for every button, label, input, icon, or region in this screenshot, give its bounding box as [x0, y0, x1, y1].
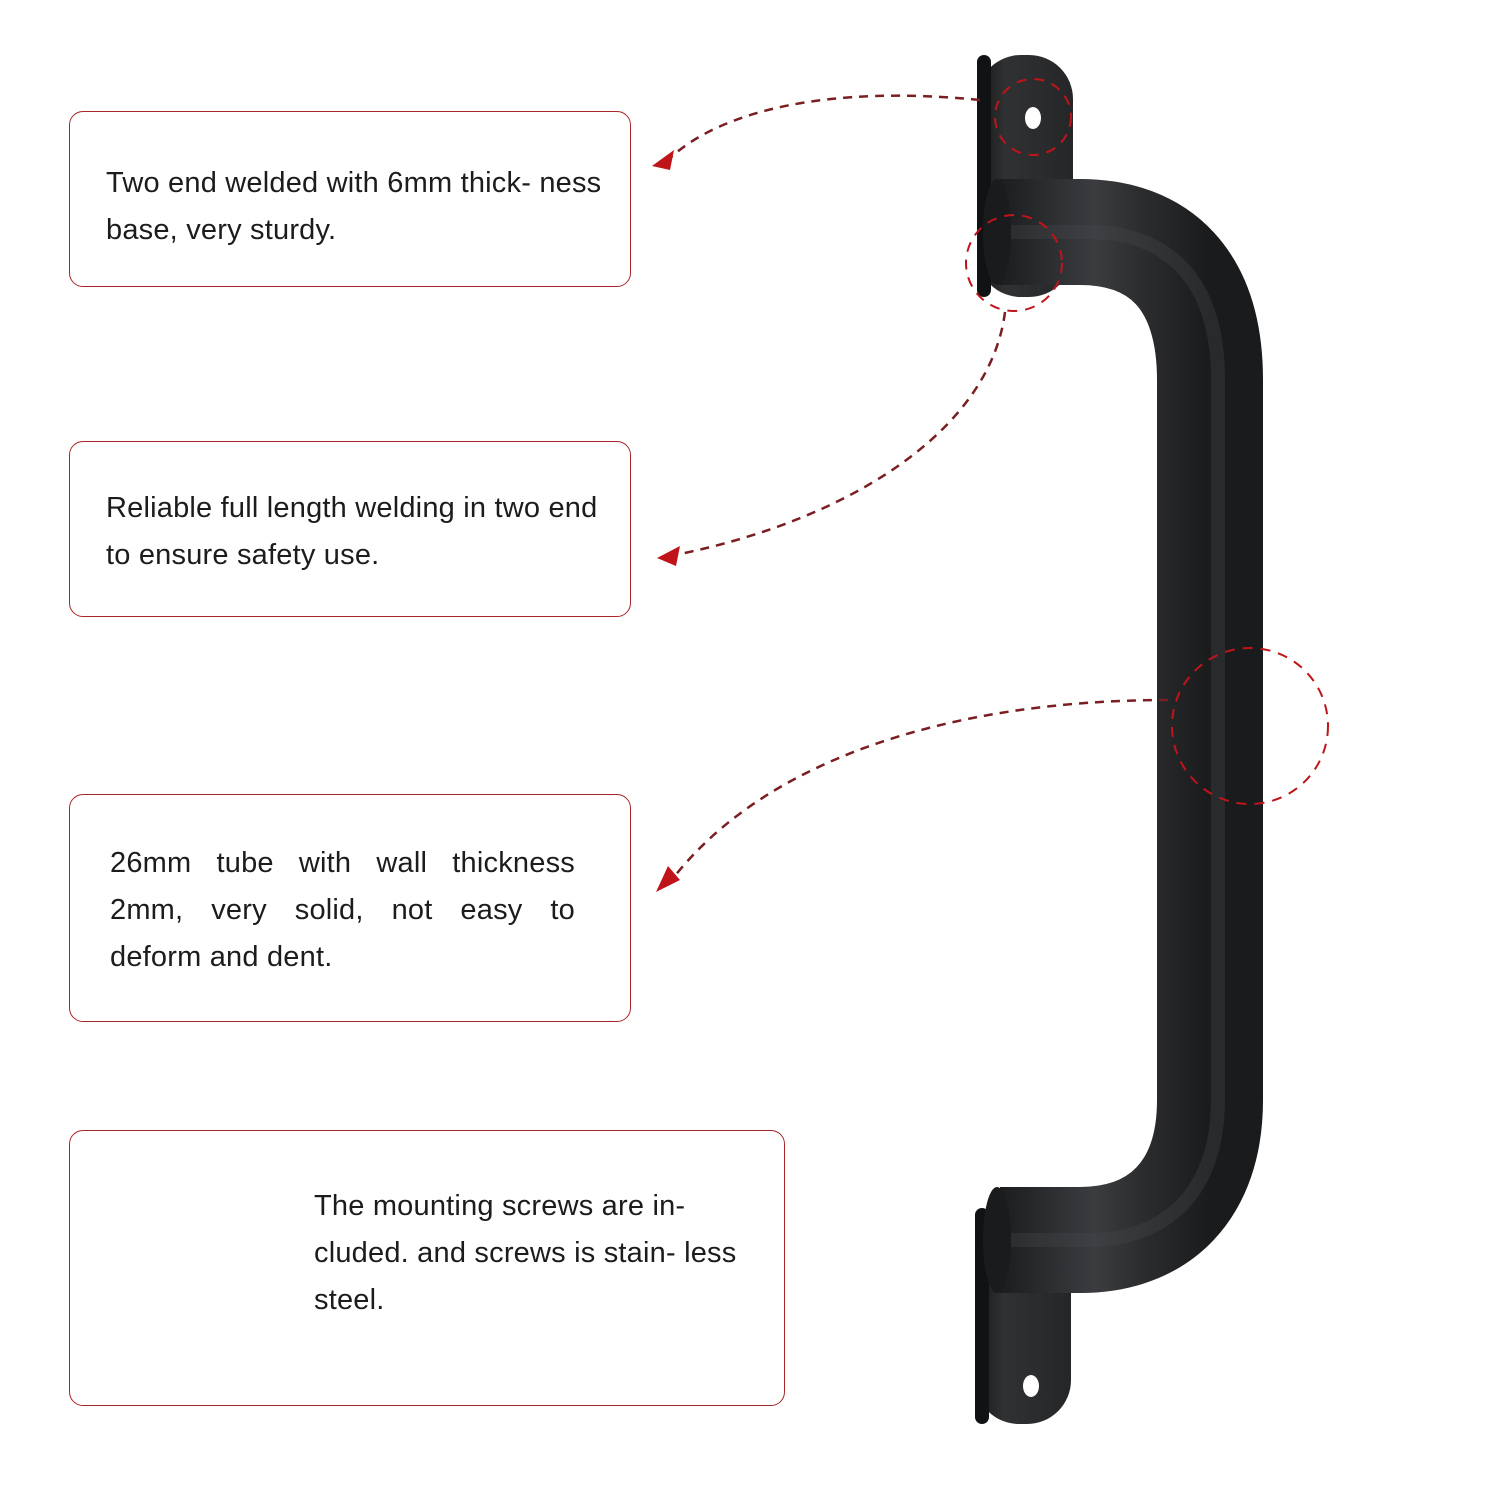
callout-text-screws: The mounting screws are in- cluded. and … [314, 1190, 737, 1316]
callout-text-welding: Reliable full length welding in two end … [106, 492, 598, 571]
callout-text-base: Two end welded with 6mm thick- ness base… [106, 167, 602, 246]
callout-arrows [666, 94, 1169, 886]
callout-text-tube: 26mm tube with wall thickness 2mm, very … [110, 847, 575, 973]
screw-hole-icon [1023, 1375, 1039, 1397]
callout-box-tube: 26mm tube with wall thickness 2mm, very … [69, 794, 631, 1022]
callout-box-welding: Reliable full length welding in two end … [69, 441, 631, 617]
callout-box-base: Two end welded with 6mm thick- ness base… [69, 111, 631, 287]
highlight-circles [965, 78, 1329, 805]
handle-tube [1000, 179, 1263, 1293]
screw-hole-icon [1025, 107, 1041, 129]
callout-box-screws: The mounting screws are in- cluded. and … [69, 1130, 785, 1406]
arrow-heads [652, 150, 680, 892]
